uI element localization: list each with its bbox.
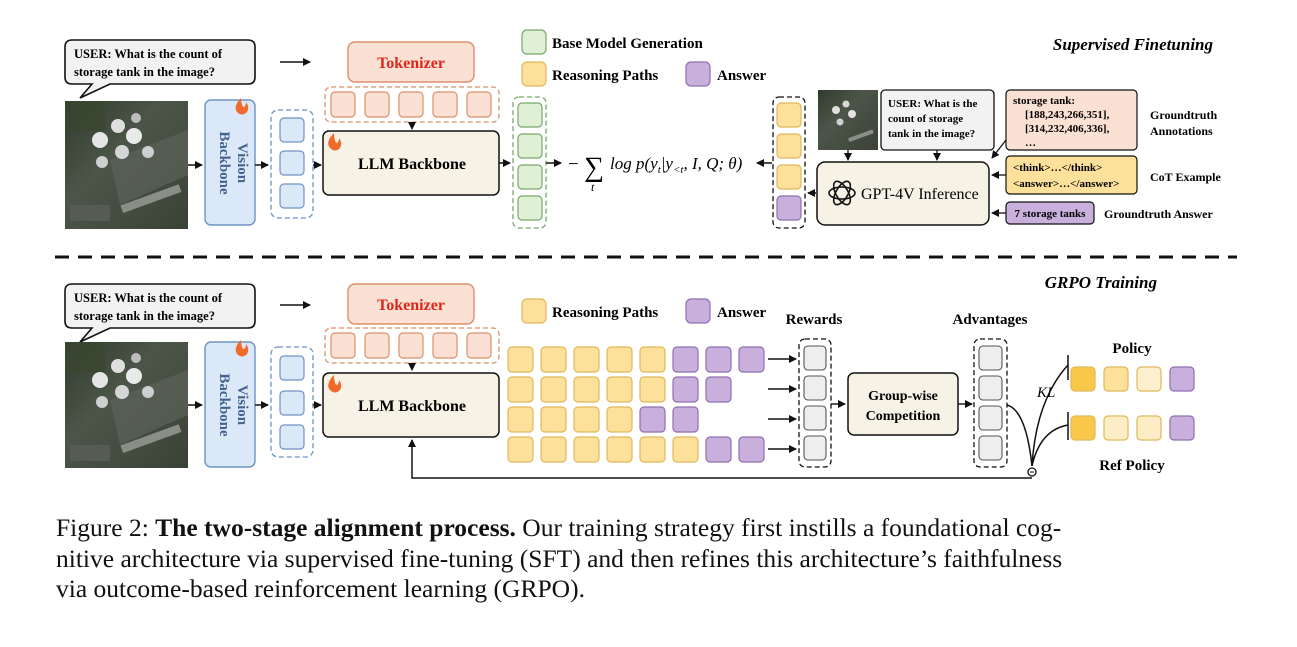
gpt-query-line-2: count of storage (888, 113, 963, 125)
sft-text-tokens (324, 86, 500, 123)
kl-connectors (408, 355, 1069, 479)
grpo-legend-answer-swatch (685, 298, 711, 324)
policy-label: Policy (1112, 341, 1152, 357)
sft-satellite-image (65, 101, 188, 229)
sft-target-tokens (772, 96, 806, 229)
sft-loss-formula: − ∑ t log p(yt|y<t, I, Q; θ) (568, 152, 743, 194)
loss-sub-t: t (658, 164, 662, 176)
grpo-visual-tokens (270, 346, 314, 458)
gpt4v-label: GPT-4V Inference (861, 186, 979, 203)
legend-reasoning-swatch (521, 61, 547, 87)
grpo-legend-reasoning-swatch (521, 298, 547, 324)
gt-answer: 7 storage tanks Groundtruth Answer (1005, 201, 1213, 225)
loss-expr: log p(y (610, 154, 658, 173)
openai-logo-icon (828, 180, 856, 206)
sft-query-line-2: storage tank in the image? (74, 65, 215, 79)
legend-base-swatch (521, 29, 547, 55)
grpo-query-line-2: storage tank in the image? (74, 309, 215, 323)
cot-line-1: <think>…</think> (1013, 162, 1102, 174)
grpo-user-query-bubble: USER: What is the count of storage tank … (64, 283, 256, 343)
caption-line-3: via outcome-based reinforcement learning… (56, 574, 585, 603)
sft-visual-tokens (270, 109, 314, 219)
flame-icon (328, 133, 342, 151)
grpo-legend-answer-label: Answer (717, 305, 767, 321)
gt-annot-line-1: storage tank: (1013, 95, 1075, 107)
gpt-query-line-1: USER: What is the (888, 98, 977, 110)
gt-annot-line-3: [314,232,406,336], (1025, 123, 1110, 135)
grpo-title: GRPO Training (1045, 273, 1158, 292)
sft-small-satellite-image (818, 90, 878, 150)
flame-icon (235, 98, 249, 115)
cot-line-2: <answer>…</answer> (1013, 178, 1119, 190)
svg-text:log p(yt|y<t, I, Q; θ): log p(yt|y<t, I, Q; θ) (610, 154, 743, 176)
caption-line-1: Our training strategy first instills a f… (515, 513, 1062, 542)
legend-answer-label: Answer (717, 68, 767, 84)
gt-answer-box-text: 7 storage tanks (1015, 208, 1087, 220)
grpo-tokenizer: Tokenizer (347, 283, 475, 325)
competition-line-1: Group-wise (868, 389, 938, 404)
sft-user-query-bubble: USER: What is the count of storage tank … (64, 39, 256, 99)
flame-icon (328, 375, 342, 393)
gt-annot-label-2: Annotations (1150, 124, 1213, 138)
ref-policy-label: Ref Policy (1099, 458, 1165, 474)
rewards-label: Rewards (786, 312, 843, 328)
gt-annot-label-1: Groundtruth (1150, 108, 1217, 122)
sft-vision-label-2: Backbone (216, 131, 232, 195)
legend-reasoning-label: Reasoning Paths (552, 68, 658, 84)
cot-label: CoT Example (1150, 170, 1221, 184)
grpo-vision-label-1: Vision (234, 385, 250, 426)
grpo-vision-backbone: Vision Backbone (204, 340, 256, 468)
rewards-column (798, 338, 832, 468)
caption-prefix: Figure 2: (56, 513, 156, 542)
caption-line-2: nitive architecture via supervised fine-… (56, 543, 1063, 573)
grpo-vision-label-2: Backbone (216, 373, 232, 437)
grpo-satellite-image (65, 342, 188, 468)
legend-answer-swatch (685, 61, 711, 87)
grpo-text-tokens (324, 327, 500, 364)
grpo-llm-label: LLM Backbone (358, 398, 466, 415)
loss-minus: − (568, 154, 579, 175)
sft-generated-tokens (512, 96, 547, 229)
gt-annot-line-2: [188,243,266,351], (1025, 109, 1110, 121)
grpo-query-line-1: USER: What is the count of (74, 291, 223, 305)
cot-example: <think>…</think> <answer>…</answer> CoT … (1005, 155, 1221, 195)
loss-sub-lt: <t (673, 164, 684, 176)
competition-line-2: Competition (866, 409, 941, 424)
gt-answer-label: Groundtruth Answer (1104, 207, 1213, 221)
sft-vision-backbone: Vision Backbone (204, 98, 256, 226)
gpt-user-query: USER: What is the count of storage tank … (880, 89, 995, 151)
kl-label: KL (1036, 385, 1055, 401)
gt-annot-line-4: … (1025, 137, 1036, 149)
gpt-query-line-3: tank in the image? (888, 128, 975, 140)
advantages-column (973, 338, 1008, 468)
advantages-label: Advantages (952, 312, 1027, 328)
sft-title: Supervised Finetuning (1053, 35, 1214, 54)
alignment-diagram: USER: What is the count of storage tank … (55, 29, 1237, 479)
grpo-legend: Reasoning Paths Answer (521, 298, 767, 324)
grpo-rollouts (507, 346, 765, 463)
sft-llm-label: LLM Backbone (358, 156, 466, 173)
loss-rest: , I, Q; θ) (683, 154, 742, 173)
sft-tokenizer: Tokenizer (347, 41, 475, 83)
sft-legend: Base Model Generation Reasoning Paths An… (521, 29, 767, 87)
ref-policy-tokens (1070, 415, 1195, 441)
loss-sum-index: t (591, 180, 595, 194)
loss-sum-symbol: ∑ (584, 152, 604, 183)
gt-annotations: storage tank: [188,243,266,351], [314,23… (1005, 89, 1217, 151)
figure-caption: Figure 2: The two-stage alignment proces… (56, 513, 1246, 605)
sft-tokenizer-label: Tokenizer (377, 55, 445, 72)
legend-base-label: Base Model Generation (552, 36, 703, 52)
grpo-llm-backbone: LLM Backbone (322, 372, 500, 438)
grpo-legend-reasoning-label: Reasoning Paths (552, 305, 658, 321)
caption-bold: The two-stage alignment process. (155, 513, 516, 542)
gpt4v-inference: GPT-4V Inference (816, 161, 990, 226)
sft-vision-label-1: Vision (234, 143, 250, 184)
group-wise-competition: Group-wise Competition (847, 372, 959, 436)
loss-given: |y (661, 154, 674, 173)
sft-query-line-1: USER: What is the count of (74, 47, 223, 61)
grpo-tokenizer-label: Tokenizer (377, 297, 445, 314)
policy-tokens (1070, 366, 1195, 392)
flame-icon (235, 340, 249, 357)
sft-llm-backbone: LLM Backbone (322, 130, 500, 196)
